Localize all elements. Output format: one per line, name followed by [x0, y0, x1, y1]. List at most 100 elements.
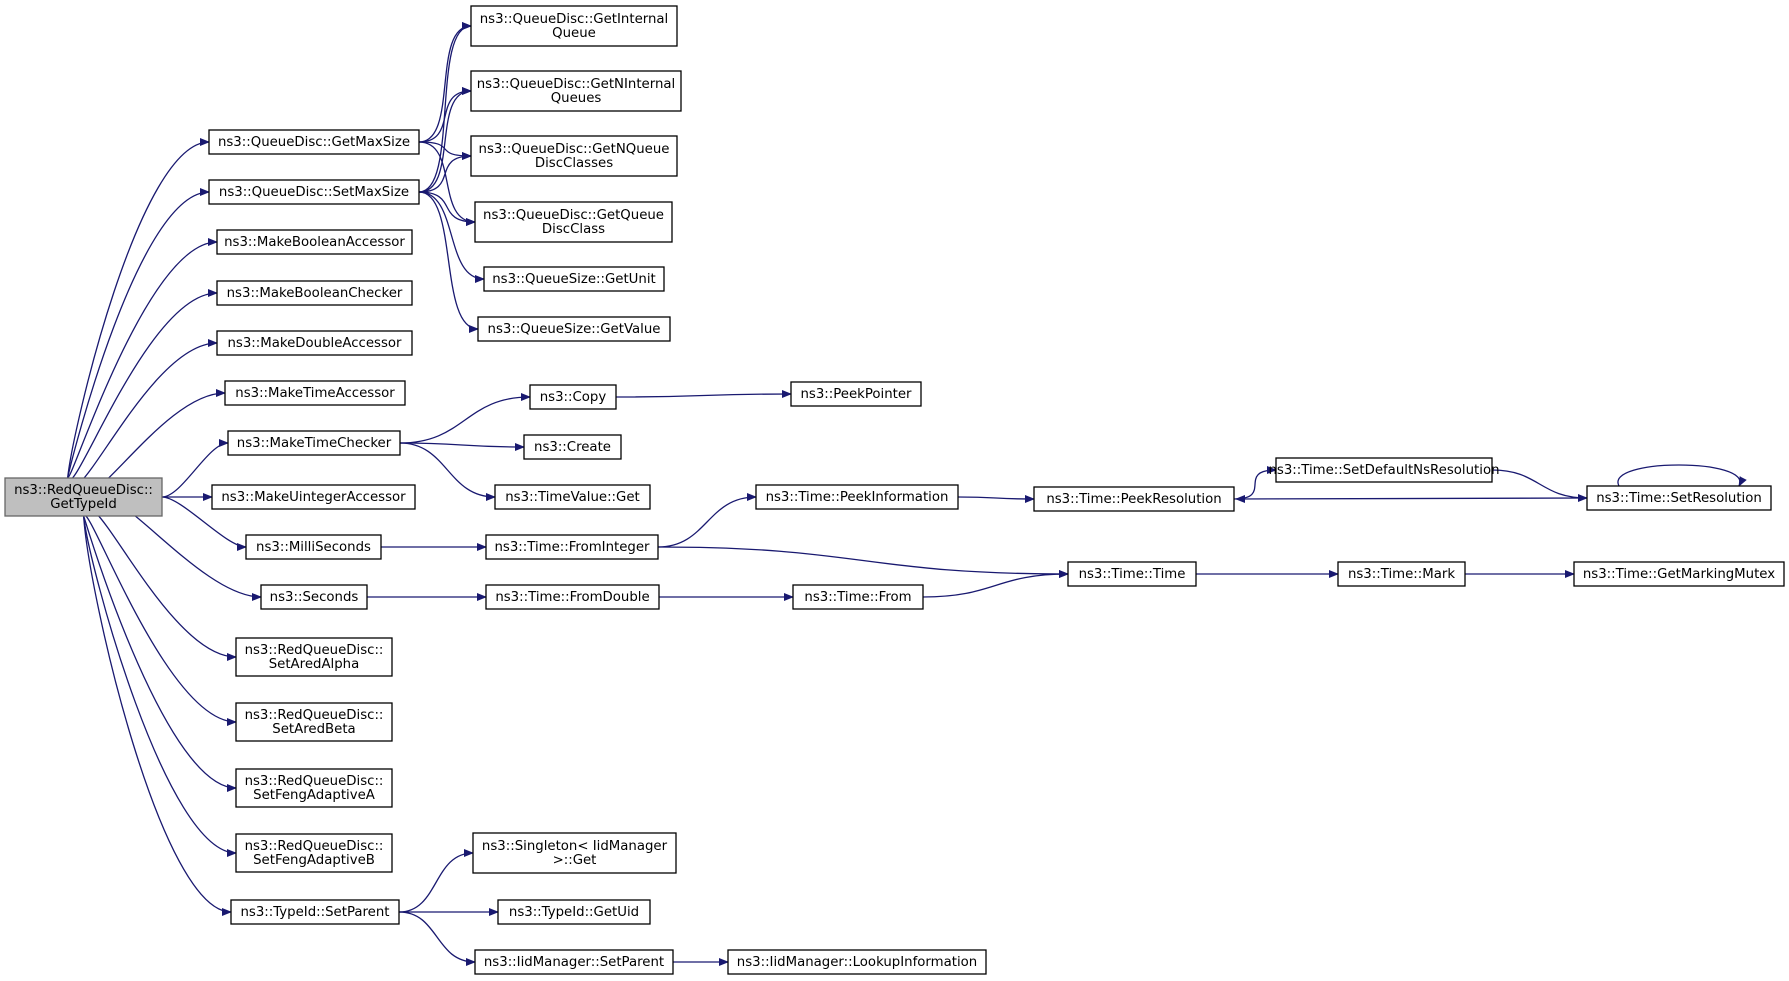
node-ns3-time-fromdouble[interactable]: ns3::Time::FromDouble: [485, 584, 660, 610]
node-box: [216, 229, 413, 255]
node-box: [4, 477, 163, 517]
node-ns3-create[interactable]: ns3::Create: [523, 434, 622, 460]
node-ns3-time-frominteger[interactable]: ns3::Time::FromInteger: [485, 534, 659, 560]
edge-fromInt-to-timeCtor: [657, 546, 1069, 578]
node-label: ns3::QueueDisc::GetNInternal: [477, 77, 675, 92]
node-ns3-time-time[interactable]: ns3::Time::Time: [1067, 561, 1197, 587]
node-ns3-maketimeaccessor[interactable]: ns3::MakeTimeAccessor: [224, 380, 406, 406]
node-ns3-time-mark[interactable]: ns3::Time::Mark: [1337, 561, 1466, 587]
node-ns3-milliseconds[interactable]: ns3::MilliSeconds: [245, 534, 382, 560]
edge-root-to-fengB: [83, 515, 237, 857]
node-ns3-makedoubleaccessor[interactable]: ns3::MakeDoubleAccessor: [216, 330, 413, 356]
node-box: [523, 434, 622, 460]
node-ns3-peekpointer[interactable]: ns3::PeekPointer: [790, 381, 922, 407]
node-label: Queue: [552, 26, 596, 41]
node-label: SetFengAdaptiveA: [253, 788, 375, 803]
node-ns3-typeid-getuid[interactable]: ns3::TypeId::GetUid: [497, 899, 651, 925]
node-ns3-queuesize-getunit[interactable]: ns3::QueueSize::GetUnit: [483, 266, 665, 292]
node-ns3-timevalue-get[interactable]: ns3::TimeValue::Get: [494, 484, 651, 510]
node-label: ns3::RedQueueDisc::: [245, 839, 384, 854]
node-box: [790, 381, 922, 407]
node-label: ns3::MakeBooleanChecker: [227, 286, 403, 301]
node-ns3-redqueuedisc-setaredbeta[interactable]: ns3::RedQueueDisc::SetAredBeta: [235, 702, 393, 742]
node-label: ns3::QueueDisc::GetQueue: [483, 208, 664, 223]
edge-root-to-milliSec: [161, 496, 247, 551]
node-box: [472, 832, 677, 874]
node-ns3-redqueuedisc-setfengadaptivea[interactable]: ns3::RedQueueDisc::SetFengAdaptiveA: [235, 768, 393, 808]
node-ns3-redqueuedisc-gettypeid[interactable]: ns3::RedQueueDisc::GetTypeId: [4, 477, 163, 517]
node-box: [470, 70, 682, 112]
node-box: [1586, 485, 1772, 511]
node-box: [245, 534, 382, 560]
node-box: [494, 484, 651, 510]
node-box: [755, 484, 959, 510]
node-ns3-copy[interactable]: ns3::Copy: [529, 384, 617, 410]
node-ns3-time-peekresolution[interactable]: ns3::Time::PeekResolution: [1033, 486, 1235, 512]
node-box: [208, 179, 420, 205]
node-ns3-makeuintegeraccessor[interactable]: ns3::MakeUintegerAccessor: [211, 484, 416, 510]
node-label: ns3::Copy: [540, 390, 607, 405]
node-ns3-seconds[interactable]: ns3::Seconds: [260, 584, 368, 610]
node-ns3-typeid-setparent[interactable]: ns3::TypeId::SetParent: [230, 899, 400, 925]
edge-setMaxSize-to-getQDC: [418, 191, 476, 226]
node-box: [1275, 457, 1493, 483]
node-ns3-time-peekinformation[interactable]: ns3::Time::PeekInformation: [755, 484, 959, 510]
node-box: [1033, 486, 1235, 512]
edge-root-to-setMaxSize: [67, 188, 210, 479]
node-ns3-time-from[interactable]: ns3::Time::From: [792, 584, 924, 610]
node-label: ns3::MilliSeconds: [256, 540, 371, 555]
node-label: ns3::Time::PeekResolution: [1046, 492, 1221, 507]
node-ns3-time-setdefaultnsresolution[interactable]: ns3::Time::SetDefaultNsResolution: [1268, 457, 1500, 483]
node-ns3-queuedisc-getmaxsize[interactable]: ns3::QueueDisc::GetMaxSize: [208, 129, 420, 155]
edge-root-to-aredAlpha: [83, 507, 237, 661]
edge-setRes-to-peekRes: [1235, 494, 1588, 503]
node-label: ns3::TimeValue::Get: [505, 490, 640, 505]
node-label: DiscClass: [542, 222, 605, 237]
node-label: Queues: [551, 91, 602, 106]
node-ns3-time-setresolution[interactable]: ns3::Time::SetResolution: [1586, 485, 1772, 511]
node-box: [224, 380, 406, 406]
node-label: ns3::Time::FromDouble: [495, 590, 649, 605]
node-ns3-redqueuedisc-setaredalpha[interactable]: ns3::RedQueueDisc::SetAredAlpha: [235, 637, 393, 677]
node-label: ns3::Singleton< IidManager: [482, 839, 668, 854]
node-label: ns3::RedQueueDisc::: [245, 708, 384, 723]
node-label: ns3::QueueSize::GetUnit: [492, 272, 655, 287]
edge-root-to-mkBoolAcc: [67, 238, 218, 479]
node-box: [211, 484, 416, 510]
node-label: ns3::Time::From: [804, 590, 911, 605]
node-ns3-makebooleanchecker[interactable]: ns3::MakeBooleanChecker: [216, 280, 413, 306]
node-ns3-maketimechecker[interactable]: ns3::MakeTimeChecker: [227, 430, 401, 456]
edge-root-to-fengA: [83, 515, 237, 792]
edge-tidSetParent-to-singletonGet: [398, 849, 474, 913]
node-ns3-makebooleanaccessor[interactable]: ns3::MakeBooleanAccessor: [216, 229, 413, 255]
node-ns3-redqueuedisc-setfengadaptiveb[interactable]: ns3::RedQueueDisc::SetFengAdaptiveB: [235, 833, 393, 873]
node-ns3-singleton-iidmanager-get[interactable]: ns3::Singleton< IidManager >::Get: [472, 832, 677, 874]
node-label: ns3::MakeUintegerAccessor: [221, 490, 406, 505]
node-ns3-iidmanager-setparent[interactable]: ns3::IidManager::SetParent: [474, 949, 674, 975]
node-ns3-iidmanager-lookupinformation[interactable]: ns3::IidManager::LookupInformation: [727, 949, 987, 975]
edge-setRes-to-setRes: [1617, 464, 1747, 487]
node-label: ns3::QueueSize::GetValue: [488, 322, 661, 337]
node-label: ns3::Create: [534, 440, 611, 455]
node-label: ns3::Time::Time: [1079, 567, 1186, 582]
edge-timeFrom-to-timeCtor: [922, 570, 1069, 598]
node-label: SetAredBeta: [272, 722, 355, 737]
node-label: >::Get: [553, 853, 597, 868]
edge-setMaxSize-to-getIntQ: [418, 22, 472, 193]
node-ns3-queuedisc-setmaxsize[interactable]: ns3::QueueDisc::SetMaxSize: [208, 179, 420, 205]
node-ns3-time-getmarkingmutex[interactable]: ns3::Time::GetMarkingMutex: [1573, 561, 1785, 587]
node-ns3-queuesize-getvalue[interactable]: ns3::QueueSize::GetValue: [477, 316, 671, 342]
node-box: [227, 430, 401, 456]
node-box: [235, 702, 393, 742]
node-label: ns3::PeekPointer: [800, 387, 912, 402]
node-box: [529, 384, 617, 410]
node-label: ns3::MakeTimeAccessor: [235, 386, 395, 401]
node-label: ns3::Seconds: [270, 590, 359, 605]
node-box: [792, 584, 924, 610]
edge-setDefNs-to-setRes: [1491, 469, 1588, 502]
